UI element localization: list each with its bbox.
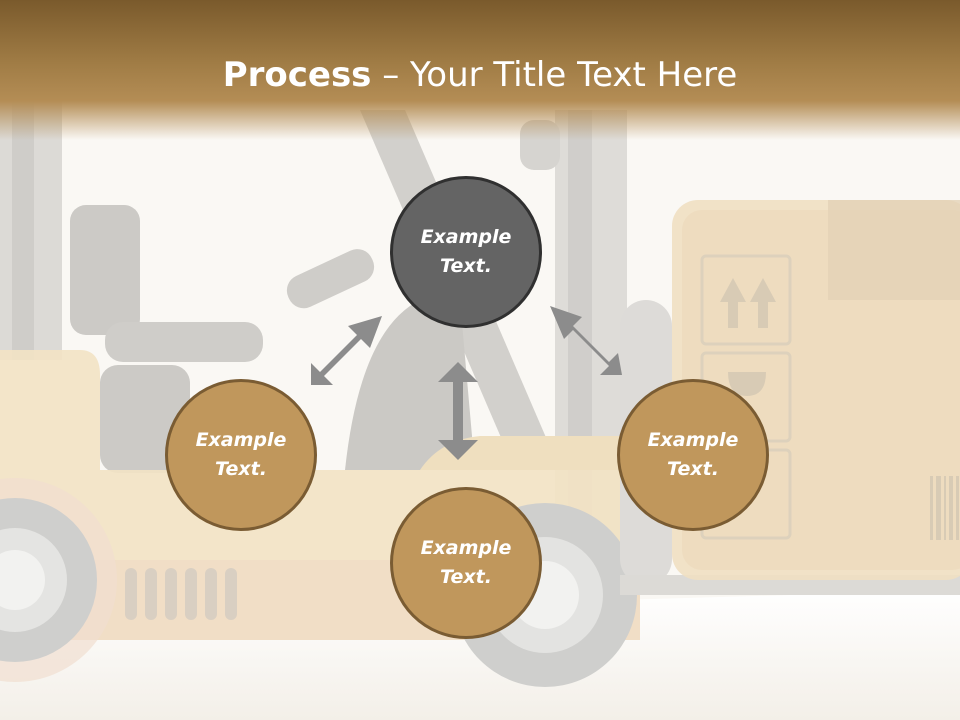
slide-title: Process – Your Title Text Here (0, 52, 960, 98)
arrow-top-left (311, 316, 382, 385)
process-step-left: Example Text. (165, 379, 317, 531)
process-step-right: Example Text. (617, 379, 769, 531)
process-step-bottom-label: Example Text. (420, 537, 512, 588)
process-step-bottom: Example Text. (390, 487, 542, 639)
process-step-right-label: Example Text. (647, 429, 739, 480)
seat-cushion (105, 322, 263, 362)
title-bold-part: Process (222, 55, 372, 95)
title-rest-part: – Your Title Text Here (371, 55, 738, 95)
process-step-top-label: Example Text. (420, 226, 512, 277)
process-step-top: Example Text. (390, 176, 542, 328)
arrow-top-right (550, 306, 622, 375)
process-step-left-label: Example Text. (195, 429, 287, 480)
title-band: Process – Your Title Text Here (0, 0, 960, 140)
arrow-vertical (438, 362, 478, 460)
steering-column (345, 300, 475, 470)
seat-back (70, 205, 140, 335)
vent-slots (125, 568, 237, 620)
rear-wheel (0, 478, 117, 682)
steering-wheel (286, 249, 375, 309)
